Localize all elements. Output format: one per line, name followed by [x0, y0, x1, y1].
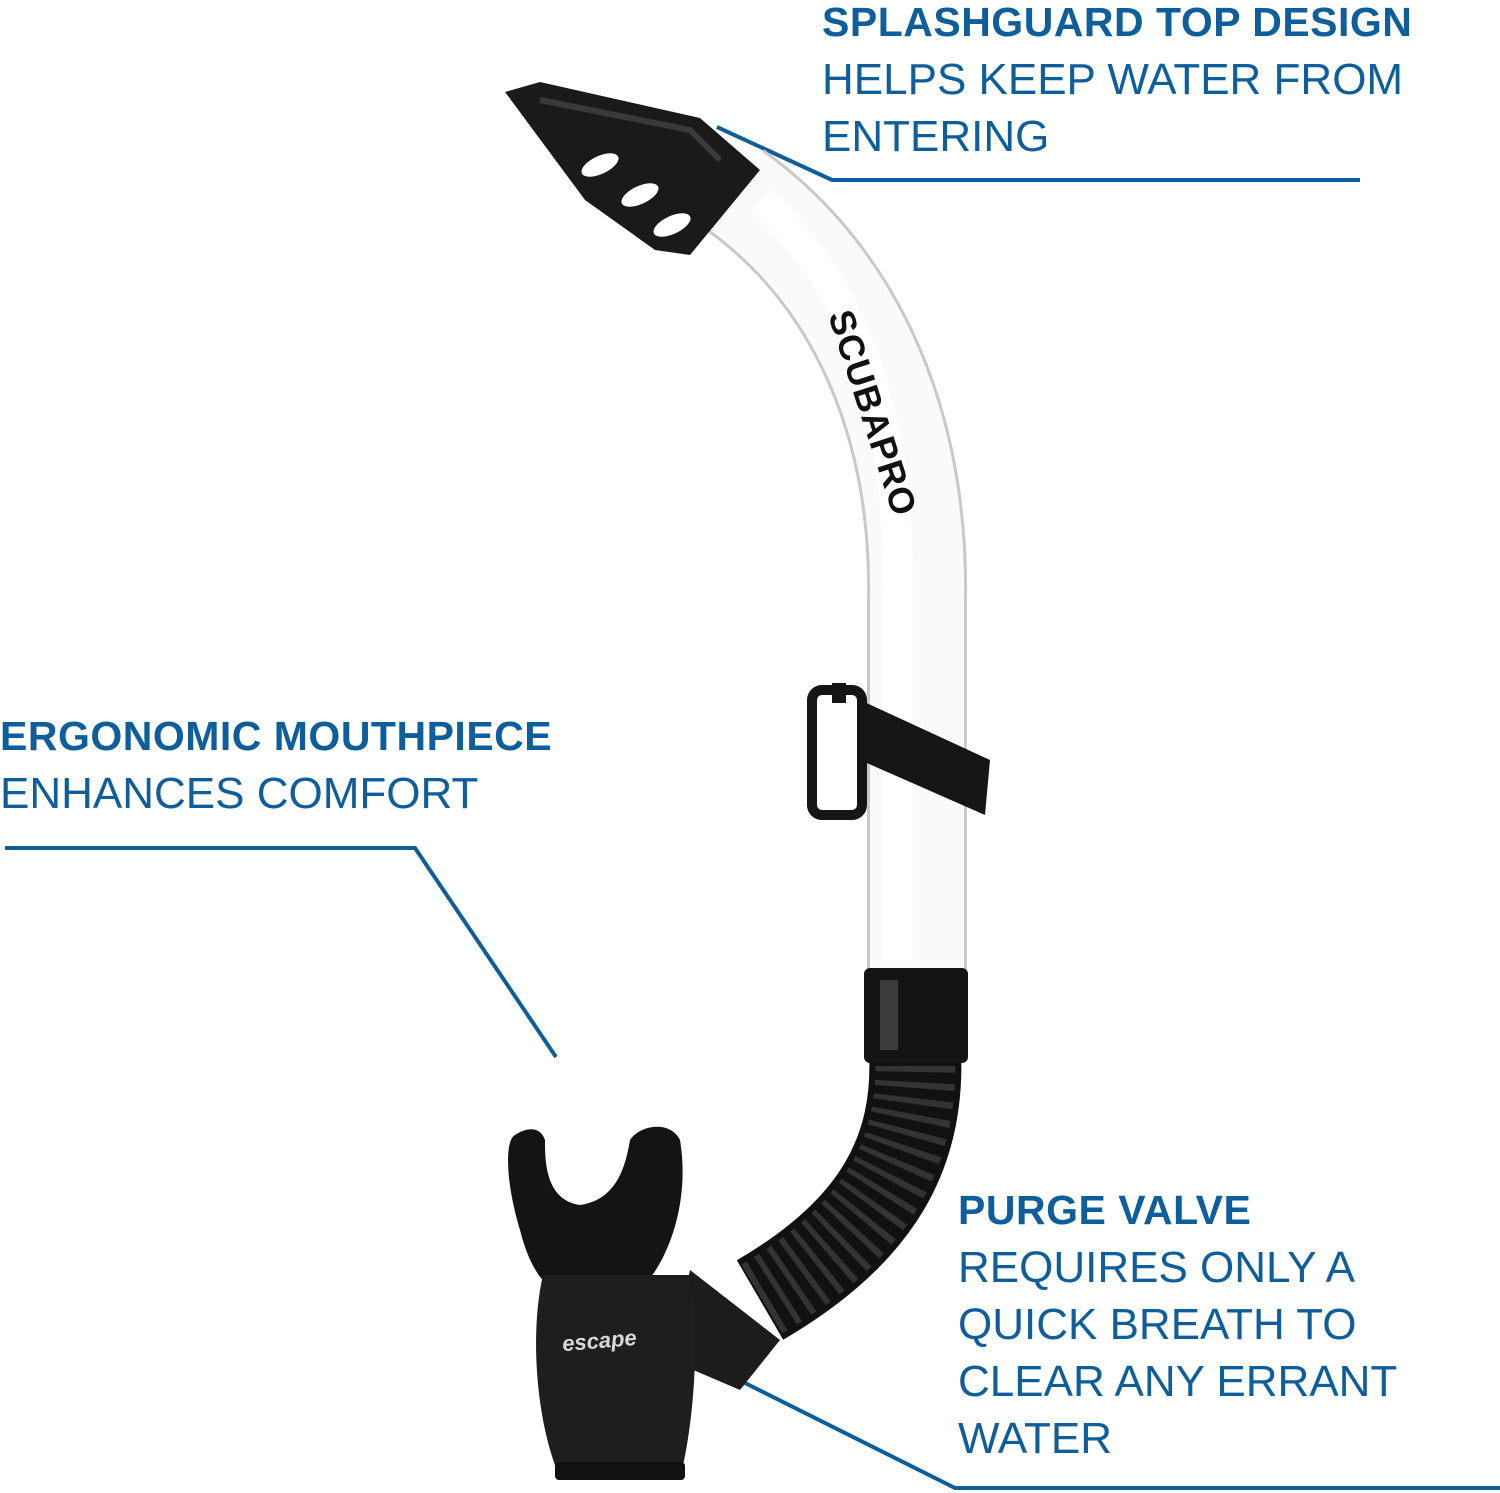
leader-line-left [5, 846, 558, 1059]
callout-title: SPLASHGUARD TOP DESIGN [822, 0, 1413, 45]
mask-clip [807, 683, 990, 820]
mouthpiece: escape [508, 1126, 780, 1480]
corrugated-hose [736, 1047, 962, 1340]
callout-line: ENTERING [822, 112, 1050, 161]
callout-line: ENHANCES COMFORT [0, 769, 479, 818]
snorkel-tube [705, 149, 968, 975]
leader-line-bottom [732, 1375, 1500, 1490]
callout-line: WATER [958, 1414, 1112, 1463]
callout-mouthpiece: ERGONOMIC MOUTHPIECE ENHANCES COMFORT [0, 708, 552, 822]
tube-connector-band [864, 968, 968, 1063]
callout-line: REQUIRES ONLY A [958, 1243, 1355, 1292]
splashguard-top [505, 82, 760, 255]
callout-splashguard: SPLASHGUARD TOP DESIGN HELPS KEEP WATER … [822, 0, 1412, 165]
callout-title: PURGE VALVE [958, 1187, 1252, 1233]
callout-line: QUICK BREATH TO [958, 1300, 1357, 1349]
callout-purge-valve: PURGE VALVE REQUIRES ONLY A QUICK BREATH… [958, 1182, 1397, 1467]
callout-line: CLEAR ANY ERRANT [958, 1357, 1398, 1406]
callout-title: ERGONOMIC MOUTHPIECE [0, 713, 553, 759]
callout-line: HELPS KEEP WATER FROM [822, 55, 1404, 104]
leader-line-top [716, 125, 1360, 182]
